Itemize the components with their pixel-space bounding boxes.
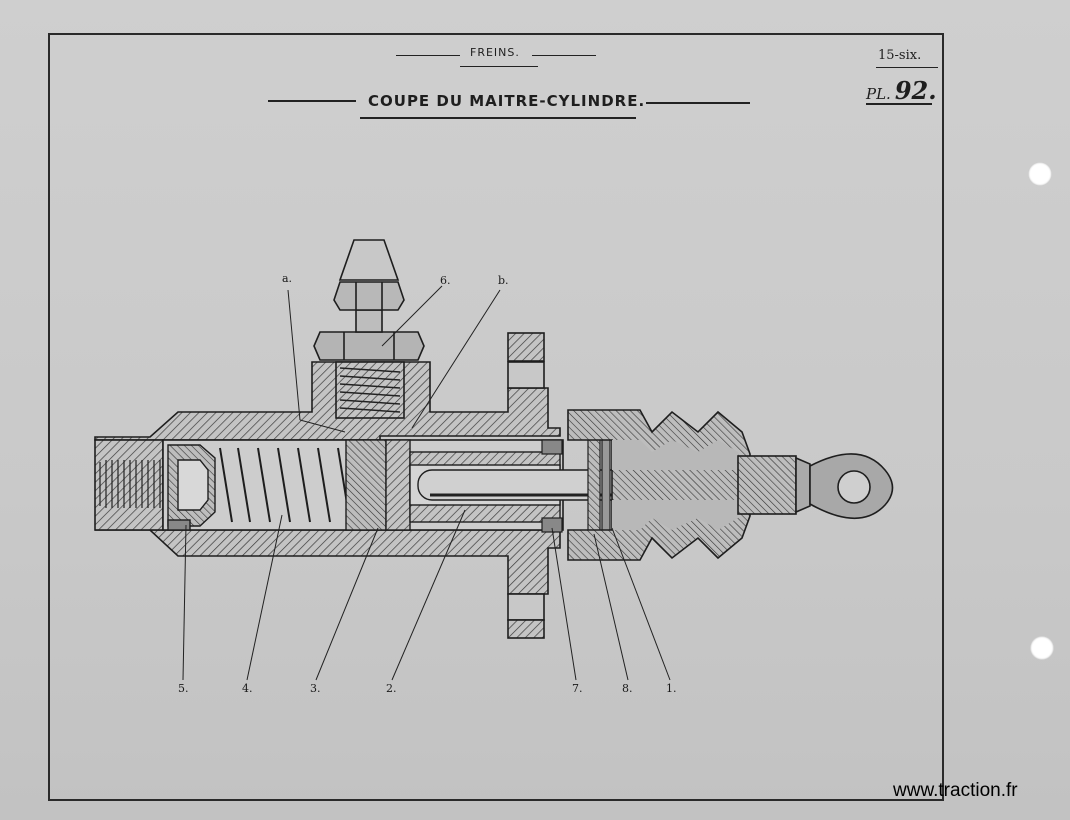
piston-cup — [345, 439, 411, 531]
callout-4: 4. — [242, 682, 253, 695]
callout-3: 3. — [310, 682, 321, 695]
callout-5: 5. — [178, 682, 189, 695]
plate-number-value: 92. — [894, 76, 937, 105]
check-valve — [167, 444, 216, 531]
plate-prefix: PL. — [866, 85, 891, 103]
section-rule-left — [396, 55, 460, 56]
code-underline — [876, 67, 938, 68]
page-title: COUPE DU MAITRE-CYLINDRE. — [368, 92, 646, 110]
seals — [541, 423, 611, 541]
section-underline — [460, 66, 538, 67]
plate-underline — [866, 103, 932, 105]
punch-hole — [1030, 636, 1054, 660]
callout-b: b. — [498, 274, 509, 287]
plate-number: PL.92. — [866, 76, 937, 105]
callout-6: 6. — [440, 274, 451, 287]
watermark: www.traction.fr — [893, 780, 1018, 801]
title-rule-right — [646, 102, 750, 104]
section-label: FREINS. — [470, 46, 520, 59]
callout-a: a. — [282, 272, 293, 285]
callout-2: 2. — [386, 682, 397, 695]
clevis-eye — [737, 453, 894, 520]
leader-lines — [182, 285, 671, 681]
callout-1: 1. — [666, 682, 677, 695]
return-spring — [219, 447, 369, 523]
callout-8: 8. — [622, 682, 633, 695]
document-code: 15-six. — [878, 48, 922, 63]
title-underline — [360, 117, 636, 119]
title-rule-left — [268, 100, 356, 102]
section-rule-right — [532, 55, 596, 56]
outlet-union — [313, 239, 425, 419]
rubber-boot — [567, 409, 751, 561]
callout-7: 7. — [572, 682, 583, 695]
drawing-frame — [48, 33, 944, 801]
thread-lines — [99, 460, 161, 508]
punch-hole — [1028, 162, 1052, 186]
